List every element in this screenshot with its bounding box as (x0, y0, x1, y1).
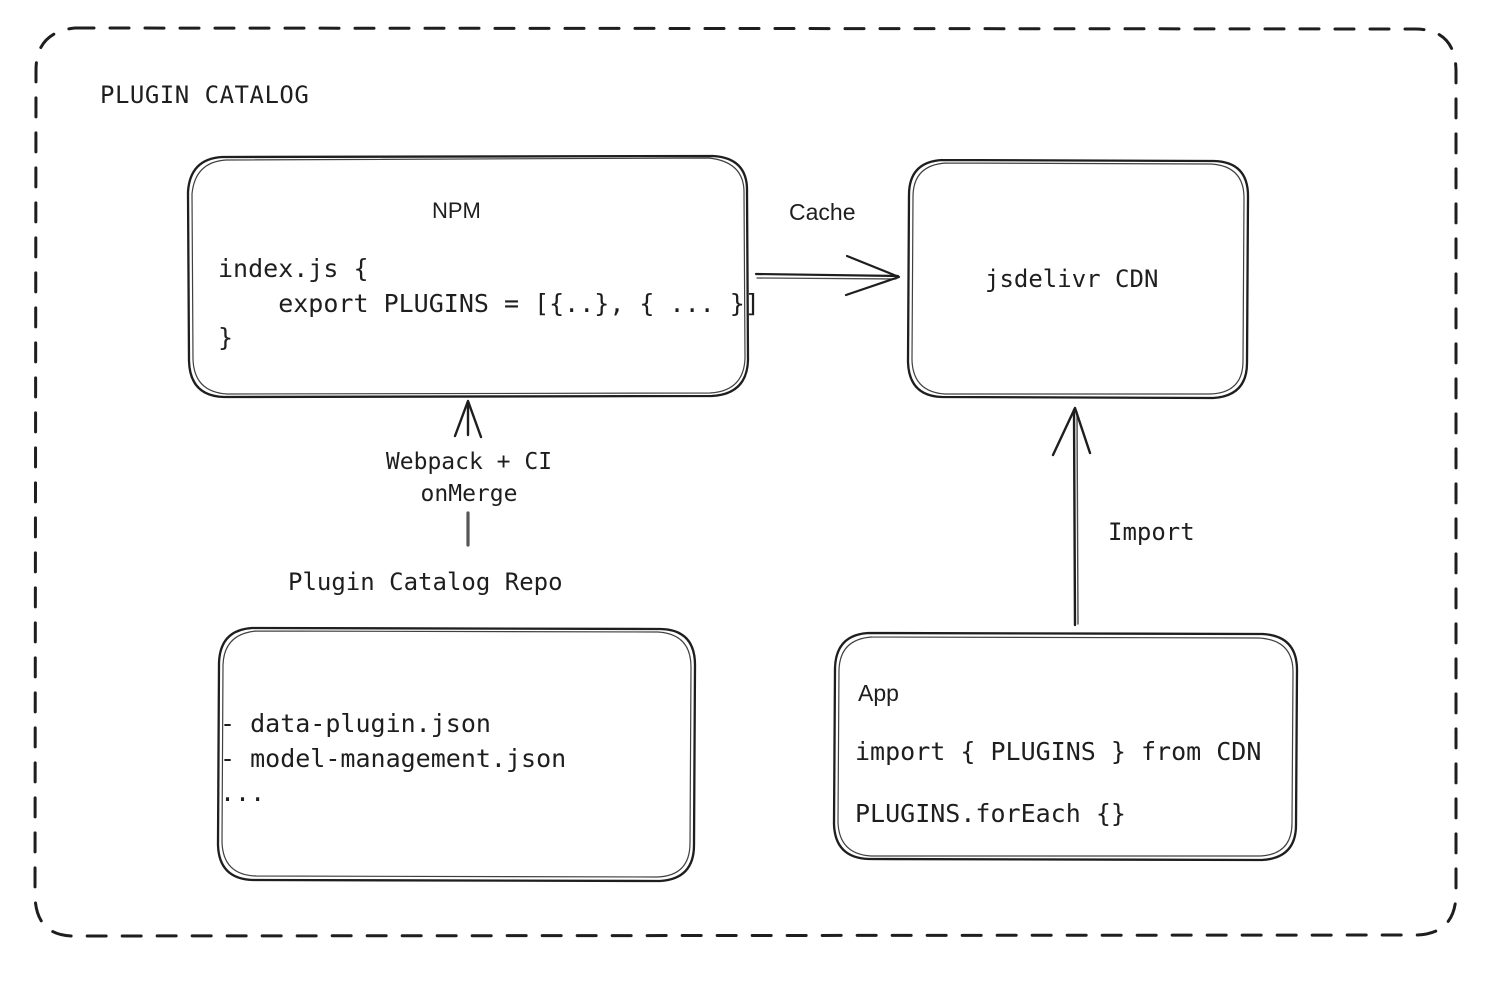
arrow-app-to-cdn-head (1051, 406, 1092, 457)
cdn-node-title: jsdelivr CDN (985, 265, 1159, 293)
app-node-code-line-1: import { PLUGINS } from CDN (855, 737, 1262, 766)
repo-node-caption: Plugin Catalog Repo (288, 568, 563, 596)
edge-label-webpack-ci-onmerge: Webpack + CI onMerge (385, 449, 553, 507)
arrow-app-to-cdn-shaft-2 (1076, 411, 1079, 625)
repo-node-file-list: - data-plugin.json - model-management.js… (220, 709, 567, 807)
npm-node-title: NPM (432, 198, 481, 223)
arrow-npm-to-cdn-head (844, 254, 901, 297)
arrow-npm-to-cdn-shaft-2 (756, 277, 897, 280)
app-node-code-line-2: PLUGINS.forEach {} (855, 799, 1126, 828)
arrow-npm-to-cdn-shaft (754, 272, 900, 278)
edge-label-import: Import (1108, 518, 1195, 546)
edge-label-cache: Cache (789, 199, 856, 225)
app-node-title: App (858, 680, 899, 706)
arrow-repo-to-npm-head (453, 399, 483, 439)
arrow-app-to-cdn-shaft (1072, 408, 1077, 627)
container-title: PLUGIN CATALOG (100, 81, 310, 109)
npm-node-code: index.js { export PLUGINS = [{..}, { ...… (218, 254, 760, 352)
